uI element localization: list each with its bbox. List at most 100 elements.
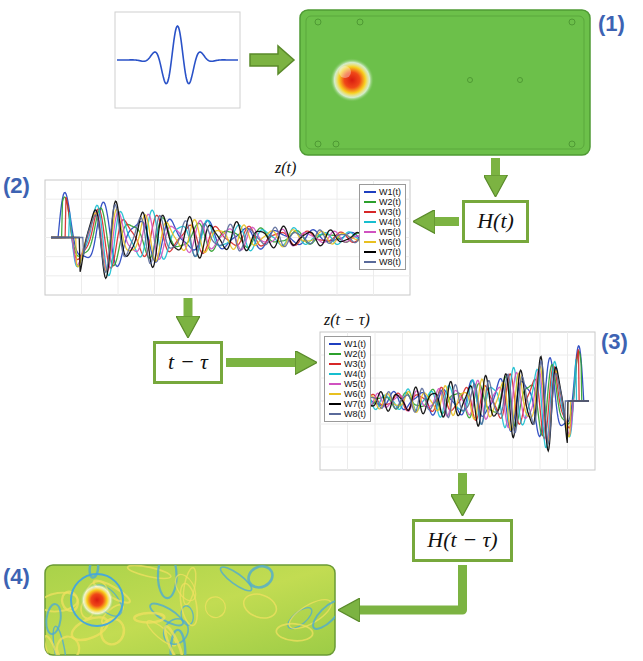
legend-line-sample	[363, 259, 377, 265]
legend-line-sample	[363, 189, 377, 195]
excited-plate: (1)	[300, 10, 590, 155]
legend-entry: W7(t)	[363, 247, 401, 257]
callout-number: (4)	[3, 565, 30, 589]
ripple	[89, 565, 99, 578]
legend-label: W2(t)	[344, 349, 366, 359]
chart-plot	[45, 180, 410, 295]
wave-trace	[326, 359, 589, 447]
legend-line-sample	[363, 239, 377, 245]
legend-label: W6(t)	[344, 389, 366, 399]
ripple	[171, 571, 200, 604]
legend-label: W6(t)	[379, 237, 401, 247]
legend-line-sample	[328, 361, 342, 367]
chart-legend: W1(t)W2(t)W3(t)W4(t)W5(t)W6(t)W7(t)W8(t)	[324, 336, 371, 422]
legend-label: W8(t)	[344, 409, 366, 419]
legend-entry: W2(t)	[363, 197, 401, 207]
transfer-box: H(t)	[462, 200, 529, 243]
input-wavelet	[115, 12, 240, 108]
refocused-plate: (4)	[45, 565, 335, 655]
ripple	[245, 565, 276, 591]
flow-arrow	[491, 158, 500, 185]
legend-label: W8(t)	[379, 257, 401, 267]
signal-chart: (2)z(t)W1(t)W2(t)W3(t)W4(t)W5(t)W6(t)W7(…	[45, 180, 410, 295]
legend-line-sample	[363, 249, 377, 255]
legend-line-sample	[363, 209, 377, 215]
legend-entry: W3(t)	[363, 207, 401, 217]
flow-arrow	[184, 298, 193, 326]
legend-entry: W1(t)	[363, 187, 401, 197]
legend-line-sample	[328, 401, 342, 407]
chart-title: z(t)	[273, 159, 298, 177]
flow-arrow	[226, 358, 305, 367]
time-reversal: t − τ	[168, 350, 208, 374]
legend-label: W5(t)	[344, 379, 366, 389]
ripple	[203, 594, 229, 620]
legend-line-sample	[328, 341, 342, 347]
ripple	[45, 603, 62, 635]
legend-label: W5(t)	[379, 227, 401, 237]
legend-line-sample	[328, 371, 342, 377]
legend-entry: W2(t)	[328, 349, 366, 359]
ripple	[285, 594, 335, 634]
ripple	[127, 565, 172, 581]
plate-refocus	[39, 553, 345, 661]
ripple	[134, 613, 164, 623]
callout-number: (2)	[3, 174, 30, 198]
legend-line-sample	[328, 351, 342, 357]
legend-line-sample	[363, 219, 377, 225]
legend-label: W1(t)	[379, 187, 401, 197]
ripple	[45, 635, 61, 655]
ripple	[240, 590, 279, 622]
flow-arrow	[425, 217, 459, 226]
transfer-function: H(t)	[477, 209, 514, 233]
legend-entry: W1(t)	[328, 339, 366, 349]
reversed-signal-chart: z(t − τ)(3)W1(t)W2(t)W3(t)W4(t)W5(t)W6(t…	[320, 332, 595, 470]
legend-label: W4(t)	[344, 369, 366, 379]
legend-entry: W6(t)	[328, 389, 366, 399]
wave-trace	[326, 357, 589, 451]
wave-trace	[51, 205, 404, 273]
ripple	[177, 582, 200, 627]
legend-entry: W4(t)	[328, 369, 366, 379]
callout-number: (1)	[598, 12, 625, 36]
legend-entry: W7(t)	[328, 399, 366, 409]
legend-entry: W6(t)	[363, 237, 401, 247]
legend-entry: W4(t)	[363, 217, 401, 227]
ripple	[71, 574, 123, 626]
legend-label: W7(t)	[344, 399, 366, 409]
transfer-function: H(t − τ)	[427, 528, 497, 552]
legend-label: W3(t)	[344, 359, 366, 369]
ripple	[309, 597, 335, 633]
flow-arrow	[458, 473, 467, 504]
legend-label: W2(t)	[379, 197, 401, 207]
wave-trace	[326, 361, 589, 444]
ripple	[158, 565, 177, 598]
chart-legend: W1(t)W2(t)W3(t)W4(t)W5(t)W6(t)W7(t)W8(t)	[359, 184, 406, 270]
ripple	[162, 625, 186, 655]
legend-label: W3(t)	[379, 207, 401, 217]
time-reversal-box: t − τ	[153, 341, 223, 384]
chart-plot	[320, 332, 595, 470]
legend-entry: W3(t)	[328, 359, 366, 369]
legend-entry: W5(t)	[363, 227, 401, 237]
legend-line-sample	[363, 199, 377, 205]
legend-label: W4(t)	[379, 217, 401, 227]
legend-line-sample	[328, 411, 342, 417]
input-arrow	[250, 46, 294, 74]
legend-entry: W8(t)	[363, 257, 401, 267]
legend-line-sample	[328, 381, 342, 387]
legend-line-sample	[363, 229, 377, 235]
legend-entry: W5(t)	[328, 379, 366, 389]
ripple	[218, 565, 255, 594]
legend-label: W7(t)	[379, 247, 401, 257]
transfer-box: H(t − τ)	[412, 519, 513, 562]
plate-excitation	[300, 10, 590, 155]
flow-arrow	[350, 565, 463, 610]
wave-trace	[51, 205, 404, 275]
wave-trace	[51, 201, 404, 278]
legend-label: W1(t)	[344, 339, 366, 349]
legend-line-sample	[328, 391, 342, 397]
